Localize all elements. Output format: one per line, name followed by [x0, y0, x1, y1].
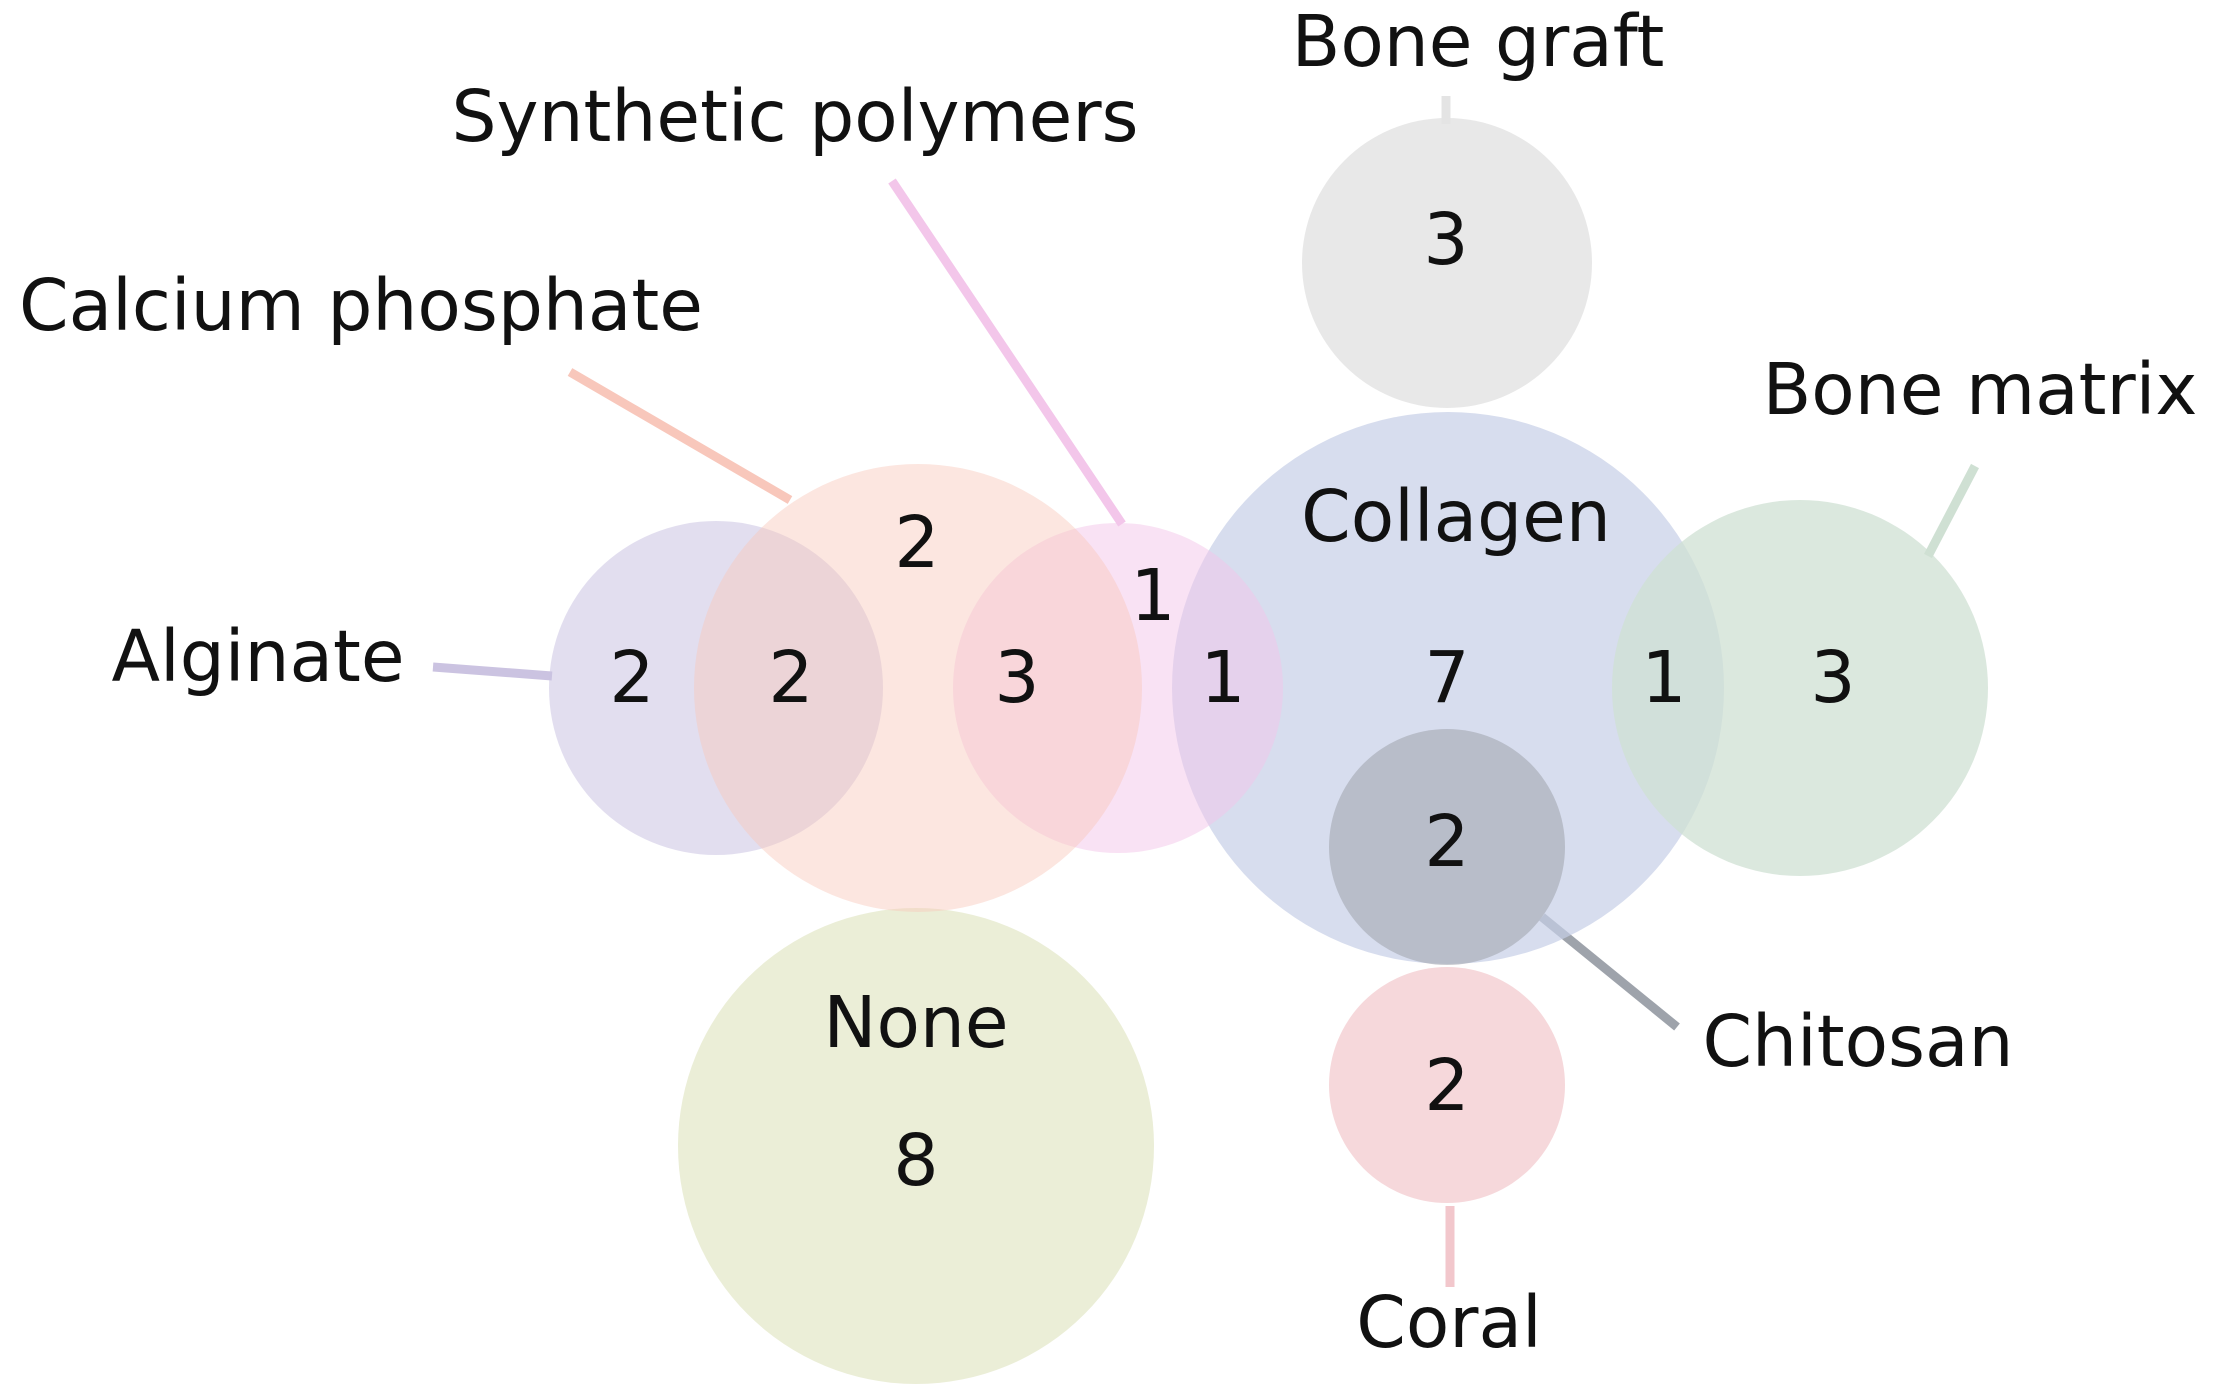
calcium-phosphate-circle [694, 464, 1142, 912]
leader-alginate [432, 662, 553, 681]
alginate-circle [549, 521, 883, 855]
count-coral: 2 [1424, 1044, 1469, 1127]
count-bone-matrix-only: 3 [1810, 636, 1855, 719]
coral-label: Coral [1356, 1281, 1541, 1364]
coral-circle [1329, 967, 1565, 1203]
none-label: None [823, 981, 1008, 1064]
leader-synthetic-polymers [888, 178, 1126, 527]
count-collagen-chitosan: 2 [1424, 800, 1469, 883]
leader-calcium-phosphate [567, 368, 793, 504]
count-collagen-bone-matrix: 1 [1641, 636, 1686, 719]
count-calcium-phosphate-only: 2 [894, 501, 939, 584]
synthetic-polymers-circle [953, 523, 1283, 853]
none-circle [678, 908, 1154, 1384]
synthetic-polymers-label: Synthetic polymers [451, 75, 1138, 158]
count-none: 8 [893, 1119, 938, 1202]
count-bone-graft: 3 [1423, 198, 1468, 281]
bone-matrix-circle [1612, 500, 1988, 876]
count-calcium-phosphate-synthetic-polymers: 3 [994, 636, 1039, 719]
leader-bone-matrix [1924, 463, 1979, 559]
chitosan-label: Chitosan [1702, 1000, 2013, 1083]
count-alginate-calcium-phosphate: 2 [768, 636, 813, 719]
bone-matrix-label: Bone matrix [1763, 348, 2198, 431]
collagen-label: Collagen [1301, 475, 1611, 558]
alginate-label: Alginate [111, 615, 404, 698]
count-synthetic-polymers-collagen: 1 [1200, 636, 1245, 719]
collagen-circle [1172, 412, 1724, 964]
count-synthetic-polymers-only: 1 [1130, 554, 1175, 637]
calcium-phosphate-label: Calcium phosphate [19, 264, 703, 347]
chitosan-circle [1329, 729, 1565, 965]
bone-graft-circle [1302, 118, 1592, 408]
count-collagen-only: 7 [1424, 636, 1469, 719]
count-alginate-only: 2 [609, 636, 654, 719]
bone-graft-label: Bone graft [1292, 0, 1665, 83]
